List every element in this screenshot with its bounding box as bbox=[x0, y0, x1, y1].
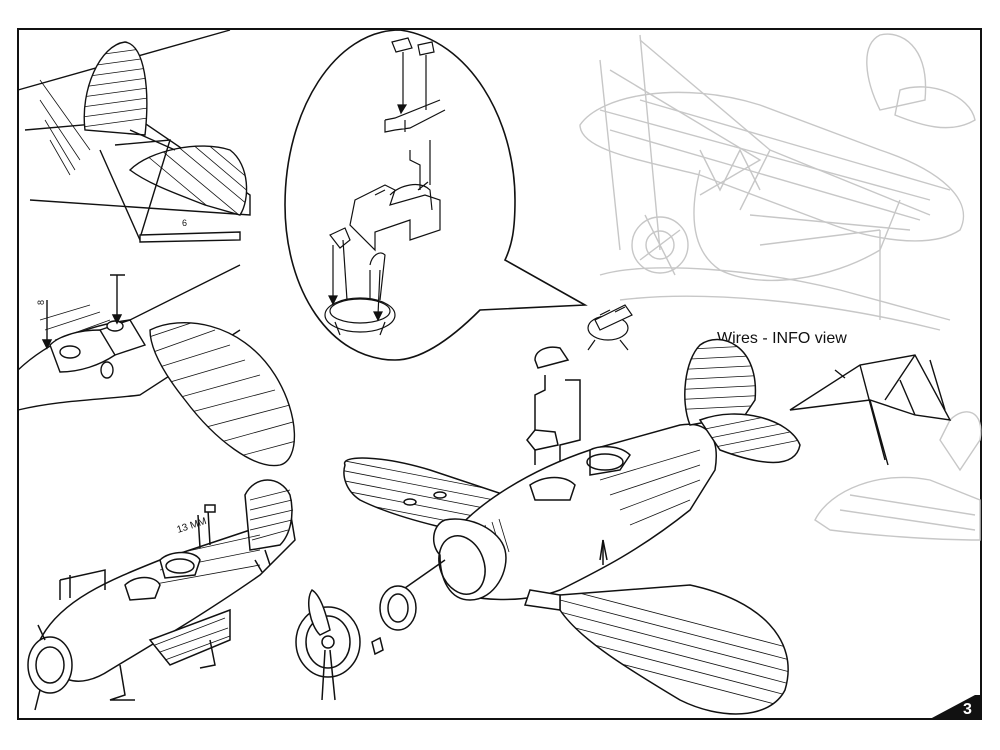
main-fighter-assembly bbox=[295, 338, 801, 715]
wing-fuselage-detail bbox=[17, 264, 296, 467]
ghost-biplane-reference bbox=[579, 33, 976, 331]
cockpit-detail-bubble bbox=[284, 29, 588, 361]
ghost-wing-corner-reference bbox=[814, 411, 982, 541]
gun-sight-assembly bbox=[587, 304, 633, 351]
completed-fighter-view bbox=[27, 479, 296, 711]
tail-assembly-detail bbox=[17, 29, 251, 243]
page-number: 3 bbox=[963, 701, 972, 718]
dim-callout-6: 6 bbox=[182, 218, 187, 228]
wires-info-label: Wires - INFO view bbox=[717, 330, 847, 347]
part-callout-8: 8 bbox=[36, 300, 46, 305]
wires-info-diagram bbox=[789, 354, 952, 466]
page-number-tab: 3 bbox=[930, 695, 981, 719]
